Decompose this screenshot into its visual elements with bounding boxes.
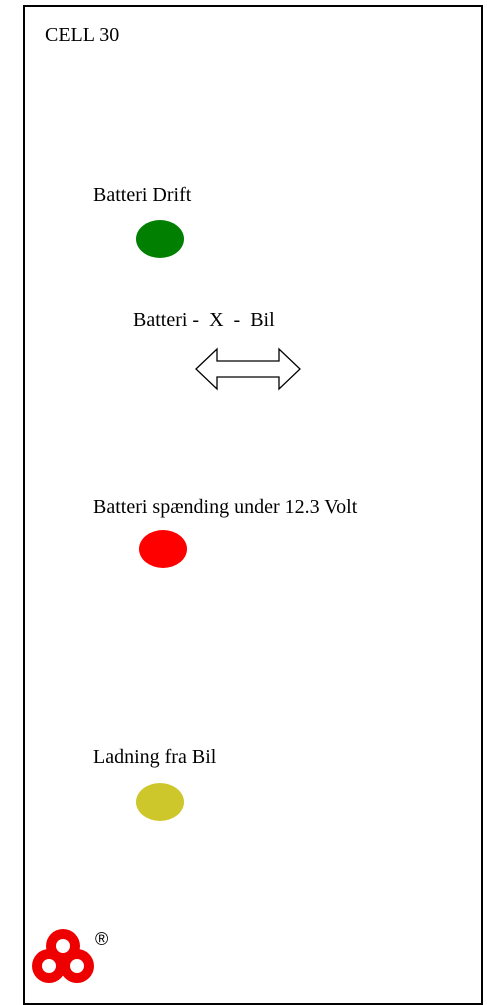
- battery-car-connection-label: Batteri - X - Bil: [133, 309, 275, 331]
- low-voltage-lamp: [139, 530, 187, 568]
- control-panel: CELL 30 Batteri Drift Batteri - X - Bil …: [23, 5, 483, 1005]
- double-arrow-icon: [195, 347, 301, 391]
- three-ring-logo-icon: [32, 929, 94, 983]
- battery-drift-lamp: [136, 220, 184, 258]
- registered-mark: ®: [95, 929, 109, 949]
- car-charging-lamp: [136, 783, 184, 821]
- battery-drift-label: Batteri Drift: [93, 184, 192, 206]
- low-voltage-label: Batteri spænding under 12.3 Volt: [93, 496, 358, 518]
- car-charging-label: Ladning fra Bil: [93, 746, 217, 768]
- panel-title: CELL 30: [45, 24, 120, 46]
